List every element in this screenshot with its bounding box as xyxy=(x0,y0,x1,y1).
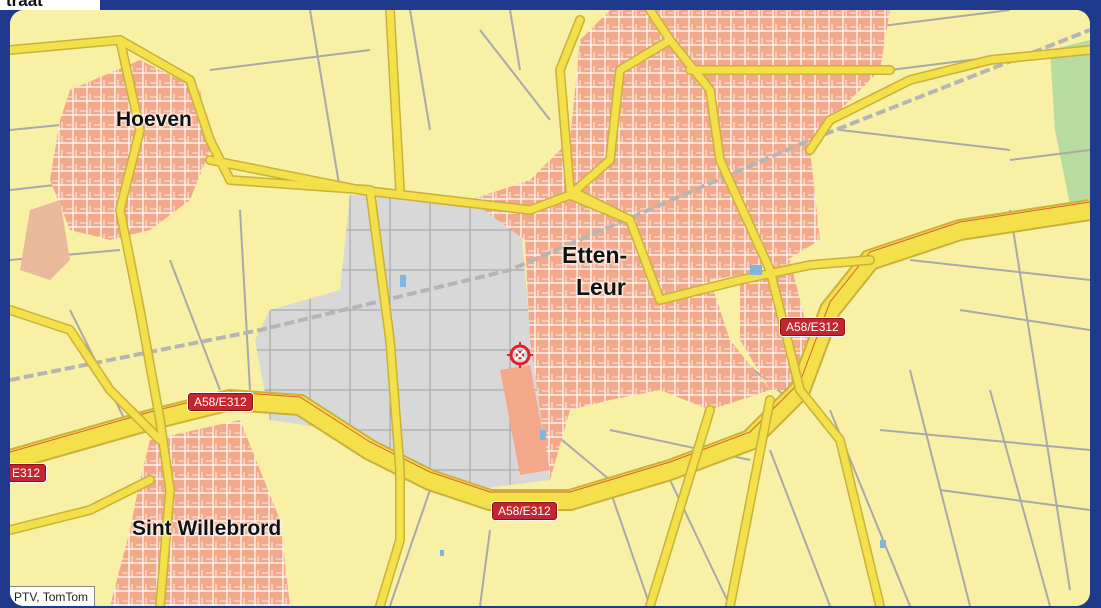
top-clip-label: traat xyxy=(0,0,100,10)
place-label-etten-leur-line1: Etten- xyxy=(562,242,628,268)
map-copyright: PTV, TomTom xyxy=(10,586,96,606)
urban-etten-leur xyxy=(470,10,890,480)
map-view[interactable]: Hoeven Etten- Leur Sint Willebrord A58/E… xyxy=(10,10,1090,606)
motorway-a58 xyxy=(10,199,1090,511)
forest-area xyxy=(1050,40,1090,210)
road-shield-a58: A58/E312 xyxy=(780,318,845,336)
place-label-hoeven: Hoeven xyxy=(116,108,192,131)
place-label-etten-leur-line2: Leur xyxy=(576,274,626,300)
road-shield-a58: A58/E312 xyxy=(188,393,253,411)
urban-sw xyxy=(20,200,70,280)
urban-sint-willebrord xyxy=(110,420,290,606)
railway xyxy=(10,28,1090,382)
water-features xyxy=(400,265,886,556)
urban-patch xyxy=(500,365,550,475)
place-label-sint-willebrord: Sint Willebrord xyxy=(132,517,282,540)
place-label-partial: traat xyxy=(6,0,43,10)
road-shield-a58: A58/E312 xyxy=(492,502,557,520)
major-roads xyxy=(10,10,1090,606)
road-shield-e312-partial: E312 xyxy=(10,464,47,482)
urban-areas xyxy=(20,10,890,606)
location-marker-icon[interactable] xyxy=(507,342,533,368)
